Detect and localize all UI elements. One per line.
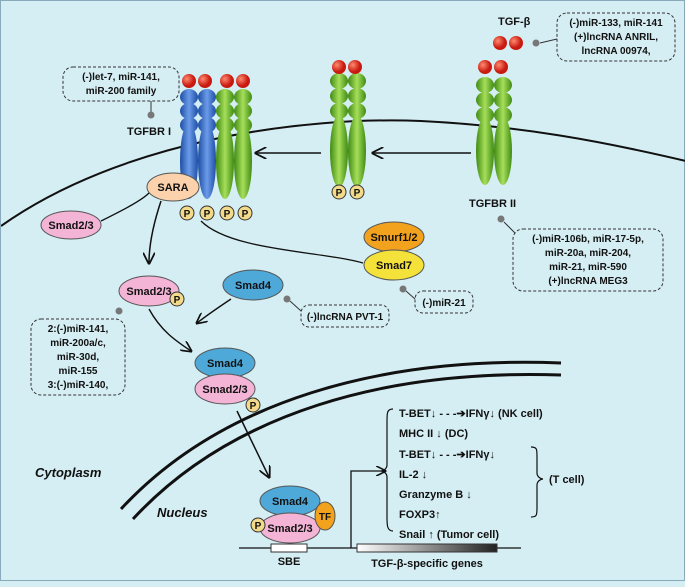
effect-item: Snail ↑ (Tumor cell) (399, 529, 499, 541)
svg-text:P: P (242, 209, 249, 220)
svg-text:miR-200 family: miR-200 family (86, 86, 157, 97)
tgfbr1-label: TGFBR I (127, 126, 171, 138)
mir-box-tgfbr2: (-)miR-106b, miR-17-5p, miR-20a, miR-204… (497, 215, 664, 292)
svg-text:(+)lncRNA MEG3: (+)lncRNA MEG3 (548, 276, 628, 287)
svg-text:Smad2/3: Smad2/3 (202, 384, 247, 396)
svg-text:P: P (204, 209, 211, 220)
mir-box-tgfbr1: (-)let-7, miR-141, miR-200 family (62, 66, 180, 119)
tgfbr1-chain-blue-2 (198, 89, 216, 199)
t-cell-label: (T cell) (549, 474, 585, 486)
gene-bar (356, 543, 498, 553)
svg-text:TGF-β: TGF-β (498, 16, 531, 28)
svg-text:SARA: SARA (157, 182, 188, 194)
receptor-dimer-middle: P P (330, 60, 366, 200)
svg-text:3:(-)miR-140,: 3:(-)miR-140, (48, 380, 109, 391)
sara-protein: SARA (146, 172, 200, 202)
svg-text:P: P (336, 188, 343, 199)
svg-text:(-)miR-21: (-)miR-21 (422, 298, 466, 309)
mir-box-smad23: 2:(-)miR-141, miR-200a/c, miR-30d, miR-1… (30, 307, 126, 396)
svg-text:(-)lncRNA PVT-1: (-)lncRNA PVT-1 (307, 312, 384, 323)
svg-text:P: P (250, 401, 257, 412)
smad23-phospho: Smad2/3 P (118, 275, 185, 307)
svg-text:(-)let-7, miR-141,: (-)let-7, miR-141, (82, 72, 160, 83)
svg-text:lncRNA 00974,: lncRNA 00974, (581, 46, 650, 57)
effects-bracket (380, 408, 394, 532)
svg-text:P: P (184, 209, 191, 220)
effect-item: MHC II ↓ (DC) (399, 428, 468, 440)
tgf-beta-dimers-bound (182, 74, 250, 88)
effects-list: T-BET↓ - - -➔IFNγ↓ (NK cell) MHC II ↓ (D… (399, 408, 543, 541)
mir-box-smad7: (-)miR-21 (399, 285, 474, 314)
svg-text:Smad4: Smad4 (272, 496, 309, 508)
svg-text:SBE: SBE (278, 556, 301, 568)
mir-box-smad4: (-)lncRNA PVT-1 (283, 295, 390, 328)
svg-text:TGF-β-specific genes: TGF-β-specific genes (371, 558, 483, 570)
svg-text:(-)miR-106b, miR-17-5p,: (-)miR-106b, miR-17-5p, (532, 234, 644, 245)
svg-text:(+)lncRNA ANRIL,: (+)lncRNA ANRIL, (574, 32, 658, 43)
tgfbr2-chain-green-1 (216, 89, 234, 199)
tgfbr2-label: TGFBR II (469, 198, 516, 210)
effect-item: IL-2 ↓ (399, 469, 427, 481)
effect-item: T-BET↓ - - -➔IFNγ↓ (399, 449, 495, 461)
tgf-beta-ligand: TGF-β (493, 16, 531, 50)
svg-text:P: P (255, 521, 262, 532)
svg-text:Smad2/3: Smad2/3 (48, 220, 93, 232)
svg-text:miR-200a/c,: miR-200a/c, (50, 338, 106, 349)
tgfbr2-chain-green-2 (234, 89, 252, 199)
nuclear-membrane-inner (131, 372, 562, 521)
svg-text:Smurf1/2: Smurf1/2 (370, 232, 417, 244)
cytoplasm-label: Cytoplasm (35, 465, 102, 480)
effect-item: FOXP3↑ (399, 509, 441, 521)
cell-membrane (0, 119, 685, 227)
svg-text:Smad4: Smad4 (207, 358, 244, 370)
smad-complex-cytoplasm: Smad4 Smad2/3 P (194, 347, 261, 413)
nuclear-membrane-outer (119, 360, 562, 511)
svg-text:P: P (174, 295, 181, 306)
effect-item: T-BET↓ - - -➔IFNγ↓ (NK cell) (399, 408, 543, 420)
svg-text:miR-20a, miR-204,: miR-20a, miR-204, (545, 248, 631, 259)
smad4-free: Smad4 (222, 269, 284, 301)
t-cell-bracket (530, 446, 544, 518)
svg-text:(-)miR-133, miR-141: (-)miR-133, miR-141 (569, 18, 663, 29)
svg-text:P: P (354, 188, 361, 199)
svg-text:Smad2/3: Smad2/3 (267, 523, 312, 535)
tgfbr2-dimer (476, 60, 512, 185)
svg-text:Smad4: Smad4 (235, 280, 272, 292)
smad-complex-nucleus: Smad4 Smad2/3 TF P (250, 485, 336, 544)
smurf-smad7-complex: Smurf1/2 Smad7 (363, 221, 425, 281)
nucleus-label: Nucleus (157, 505, 208, 520)
svg-text:2:(-)miR-141,: 2:(-)miR-141, (48, 324, 109, 335)
sbe-element (270, 543, 308, 553)
svg-text:miR-21, miR-590: miR-21, miR-590 (549, 262, 627, 273)
receptor-complex-active: P P P P (179, 74, 253, 221)
mir-box-ligand: (-)miR-133, miR-141 (+)lncRNA ANRIL, lnc… (532, 12, 676, 62)
svg-text:miR-155: miR-155 (59, 366, 98, 377)
svg-text:Smad7: Smad7 (376, 260, 412, 272)
receptor-phospho-sites: P P P P (179, 205, 253, 221)
svg-text:TF: TF (319, 512, 331, 523)
svg-text:miR-30d,: miR-30d, (57, 352, 99, 363)
svg-text:Smad2/3: Smad2/3 (126, 286, 171, 298)
effect-item: Granzyme B ↓ (399, 489, 472, 501)
svg-text:P: P (224, 209, 231, 220)
smad23-free: Smad2/3 (40, 210, 102, 240)
